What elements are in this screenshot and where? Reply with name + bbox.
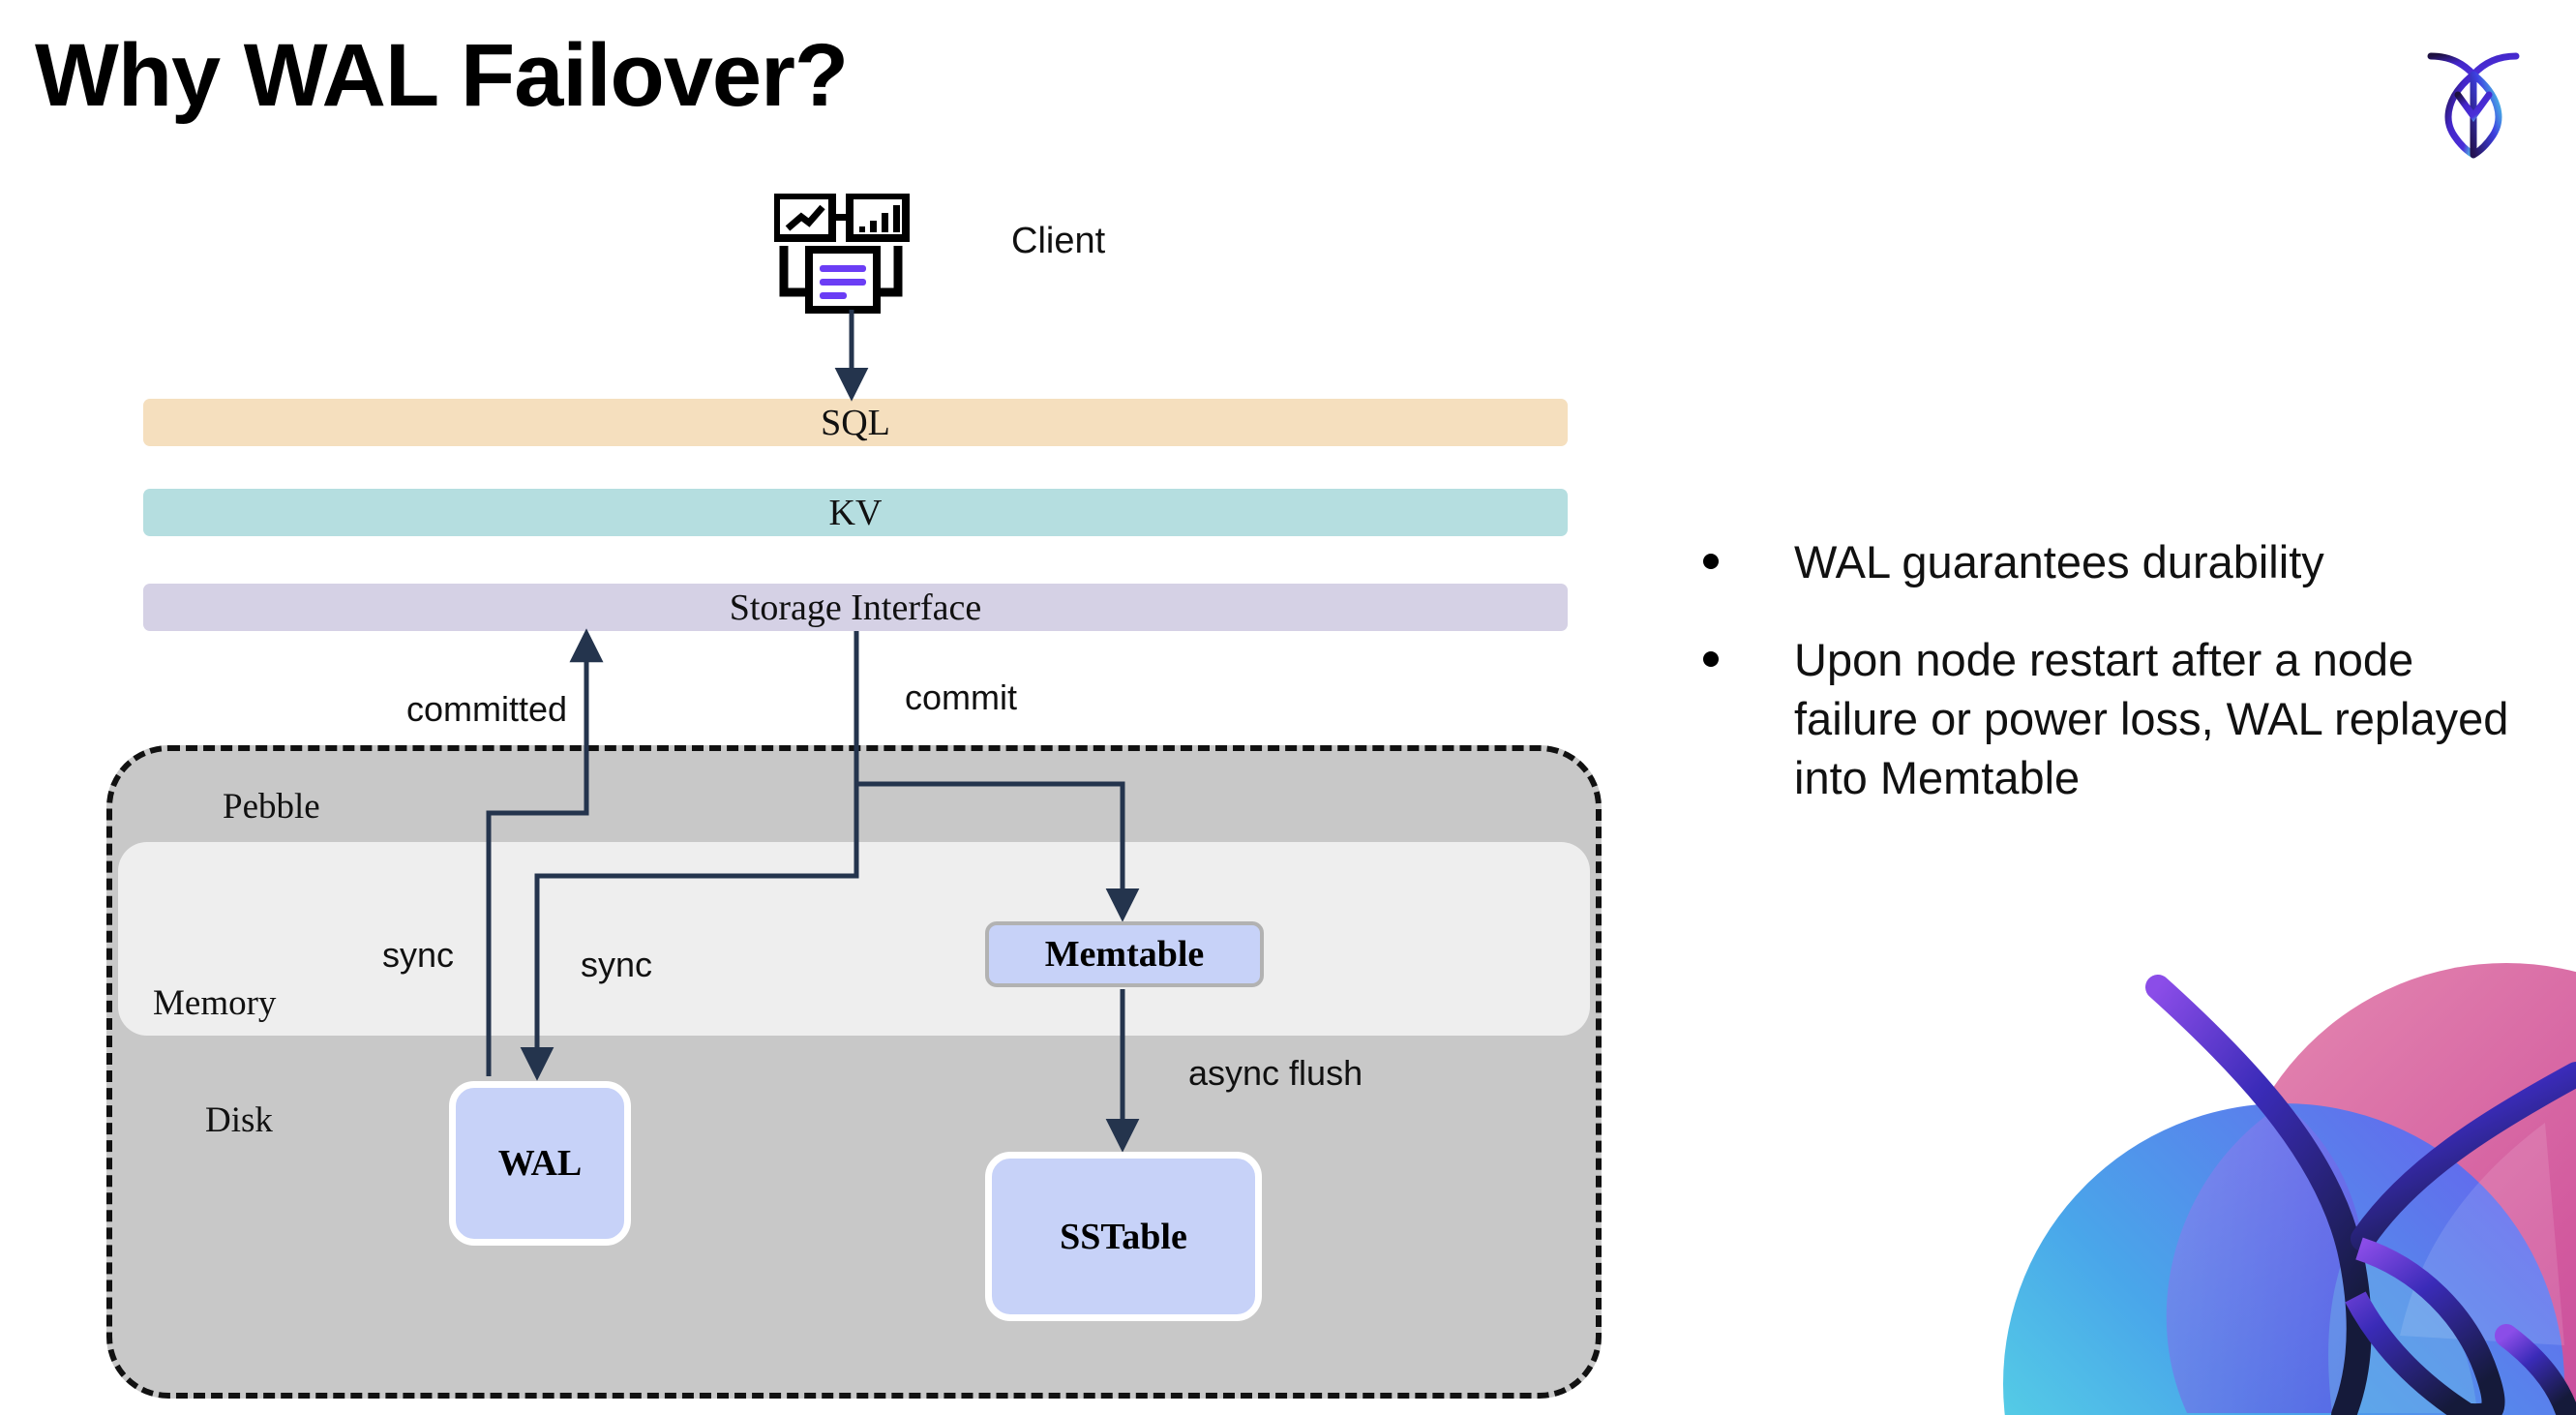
node-sstable-label: SSTable	[1060, 1216, 1187, 1257]
layer-bar-kv: KV	[143, 489, 1568, 536]
list-item: Upon node restart after a node failure o…	[1703, 630, 2526, 807]
node-wal-label: WAL	[497, 1143, 583, 1184]
memory-region	[118, 842, 1590, 1036]
layer-bar-sql: SQL	[143, 399, 1568, 446]
cockroachdb-logo	[2406, 35, 2541, 170]
client-icon	[772, 192, 929, 319]
layer-bar-storage-interface-label: Storage Interface	[729, 587, 982, 628]
page-title: Why WAL Failover?	[35, 26, 849, 125]
edge-label-async-flush: async flush	[1188, 1053, 1363, 1093]
architecture-diagram: Client SQL KV Storage Interface Pebble M…	[106, 192, 1602, 1399]
node-wal: WAL	[449, 1081, 631, 1246]
edge-label-sync-right: sync	[581, 945, 653, 984]
bullet-dot-icon	[1703, 651, 1719, 668]
node-memtable: Memtable	[985, 921, 1264, 987]
node-memtable-label: Memtable	[1044, 934, 1205, 975]
layer-bar-kv-label: KV	[828, 492, 883, 533]
bullet-text: WAL guarantees durability	[1794, 536, 2324, 587]
edge-label-commit: commit	[905, 677, 1017, 717]
layer-bar-storage-interface: Storage Interface	[143, 584, 1568, 631]
memory-label: Memory	[153, 983, 277, 1023]
node-sstable: SSTable	[985, 1152, 1262, 1321]
disk-label: Disk	[205, 1100, 273, 1140]
bullet-list: WAL guarantees durability Upon node rest…	[1703, 532, 2526, 846]
edge-label-sync-left: sync	[382, 935, 455, 975]
pebble-label: Pebble	[223, 787, 320, 827]
edge-label-committed: committed	[406, 689, 568, 729]
client-label: Client	[1011, 221, 1106, 261]
bullet-text: Upon node restart after a node failure o…	[1794, 634, 2509, 804]
list-item: WAL guarantees durability	[1703, 532, 2526, 591]
decorative-gradient-art	[1964, 929, 2576, 1415]
bullet-dot-icon	[1703, 554, 1719, 569]
layer-bar-sql-label: SQL	[821, 402, 890, 443]
